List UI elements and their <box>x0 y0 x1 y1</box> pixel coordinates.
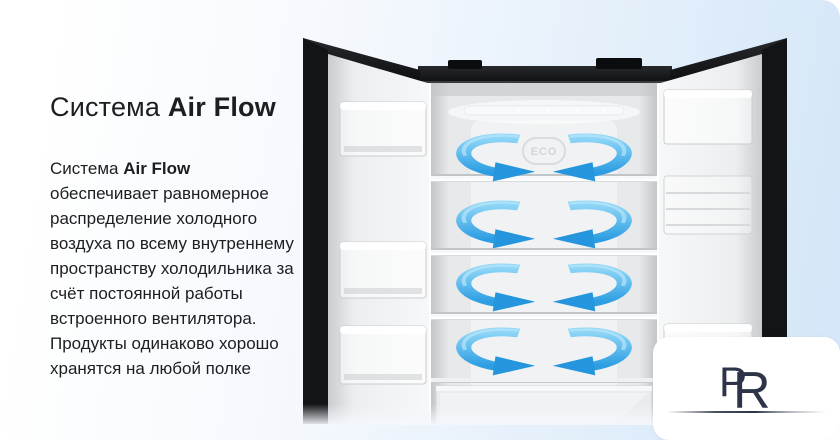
title-prefix: Система <box>50 92 168 122</box>
fridge-shelf <box>431 248 657 256</box>
fridge-top-frame <box>418 58 672 83</box>
fridge-door-left <box>303 38 431 424</box>
eco-emblem-label: ECO <box>531 146 558 158</box>
page-title: Система Air Flow <box>50 92 296 122</box>
led-light <box>448 100 640 124</box>
brand-monogram: P R <box>666 358 827 420</box>
fridge-door-right <box>657 38 787 424</box>
title-highlight: Air Flow <box>167 92 276 122</box>
desc-lead: Система <box>50 159 124 178</box>
fridge-shelf <box>431 174 657 182</box>
monogram-letter-p: P <box>719 358 747 405</box>
door-wire-basket <box>663 175 753 235</box>
fridge-illustration: ECO <box>298 24 792 425</box>
door-bin <box>339 325 427 385</box>
text-column: Система Air Flow Система Air Flow обеспе… <box>50 92 296 381</box>
description-text: Система Air Flow обеспечивает равномерно… <box>50 156 296 381</box>
desc-lead-bold: Air Flow <box>123 159 191 178</box>
monogram-letter-r: R <box>733 362 771 420</box>
door-bin <box>663 89 753 145</box>
monogram-underline <box>666 410 827 413</box>
desc-body: обеспечивает равномерное распределение х… <box>50 184 294 378</box>
door-bin <box>339 241 427 299</box>
brand-logo-card: P R <box>653 337 840 440</box>
door-bin <box>339 101 427 157</box>
fridge-shelf <box>431 312 657 320</box>
eco-emblem: ECO <box>522 137 566 165</box>
fridge-interior: ECO <box>431 82 657 425</box>
